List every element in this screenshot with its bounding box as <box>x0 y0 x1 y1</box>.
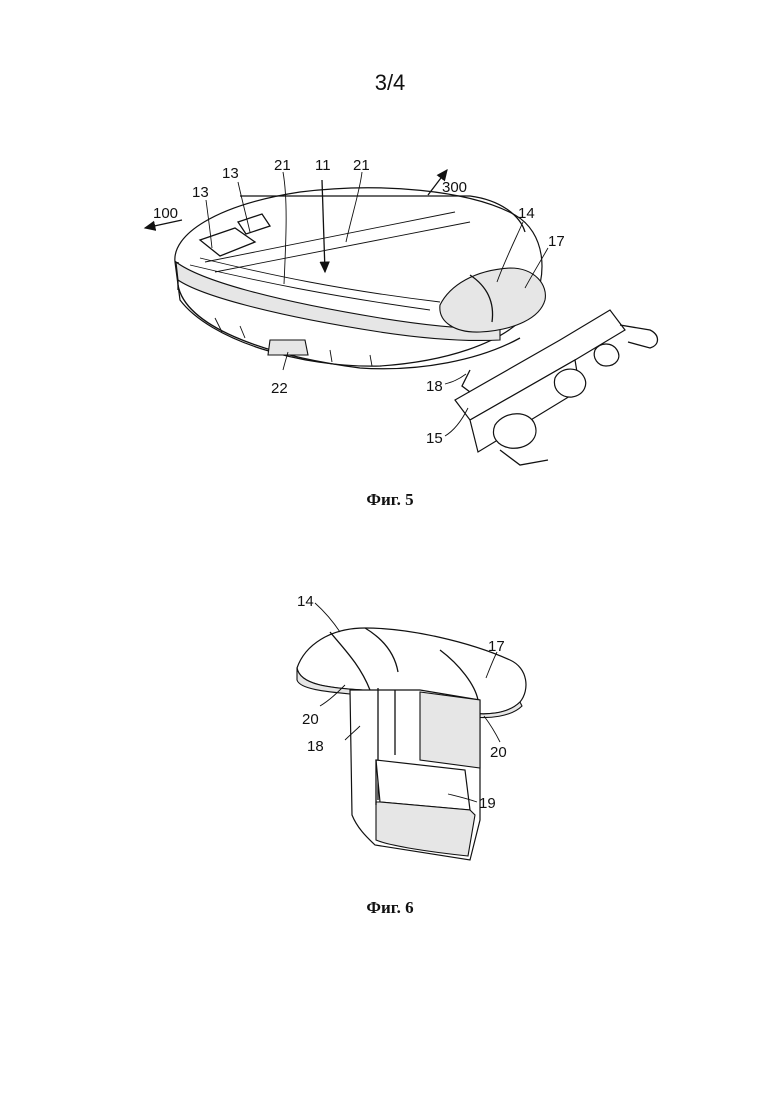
clip-eye <box>493 414 535 449</box>
ref6-17: 17 <box>488 638 505 655</box>
ref-22: 22 <box>271 380 288 397</box>
leader-18 <box>445 374 466 384</box>
ref-21a: 21 <box>274 157 291 174</box>
ref-13a: 13 <box>222 165 239 182</box>
stem-right-face <box>420 692 480 768</box>
ref-18: 18 <box>426 378 443 395</box>
clip-hook <box>462 370 470 392</box>
leader6-20b <box>484 716 500 742</box>
ref-21b: 21 <box>353 157 370 174</box>
clip-tail <box>620 325 658 348</box>
leader6-14 <box>315 603 340 632</box>
ref-300: 300 <box>442 179 467 196</box>
ref6-14: 14 <box>297 593 314 610</box>
ref-13b: 13 <box>192 184 209 201</box>
ref6-19: 19 <box>479 795 496 812</box>
ref-100: 100 <box>153 205 178 222</box>
ref6-18: 18 <box>307 738 324 755</box>
clip-eye-2 <box>554 369 585 397</box>
figure-5-drawing <box>145 170 658 465</box>
ref-14: 14 <box>518 205 535 222</box>
ref-11: 11 <box>315 157 331 174</box>
figure-5-caption: Фиг. 5 <box>0 490 780 510</box>
figure-6-caption: Фиг. 6 <box>0 898 780 918</box>
clip-foot <box>500 450 548 465</box>
clip-eye-3 <box>594 344 619 366</box>
ref6-20a: 20 <box>302 711 319 728</box>
ref6-20b: 20 <box>490 744 507 761</box>
ref-17: 17 <box>548 233 565 250</box>
ref-15: 15 <box>426 430 443 447</box>
